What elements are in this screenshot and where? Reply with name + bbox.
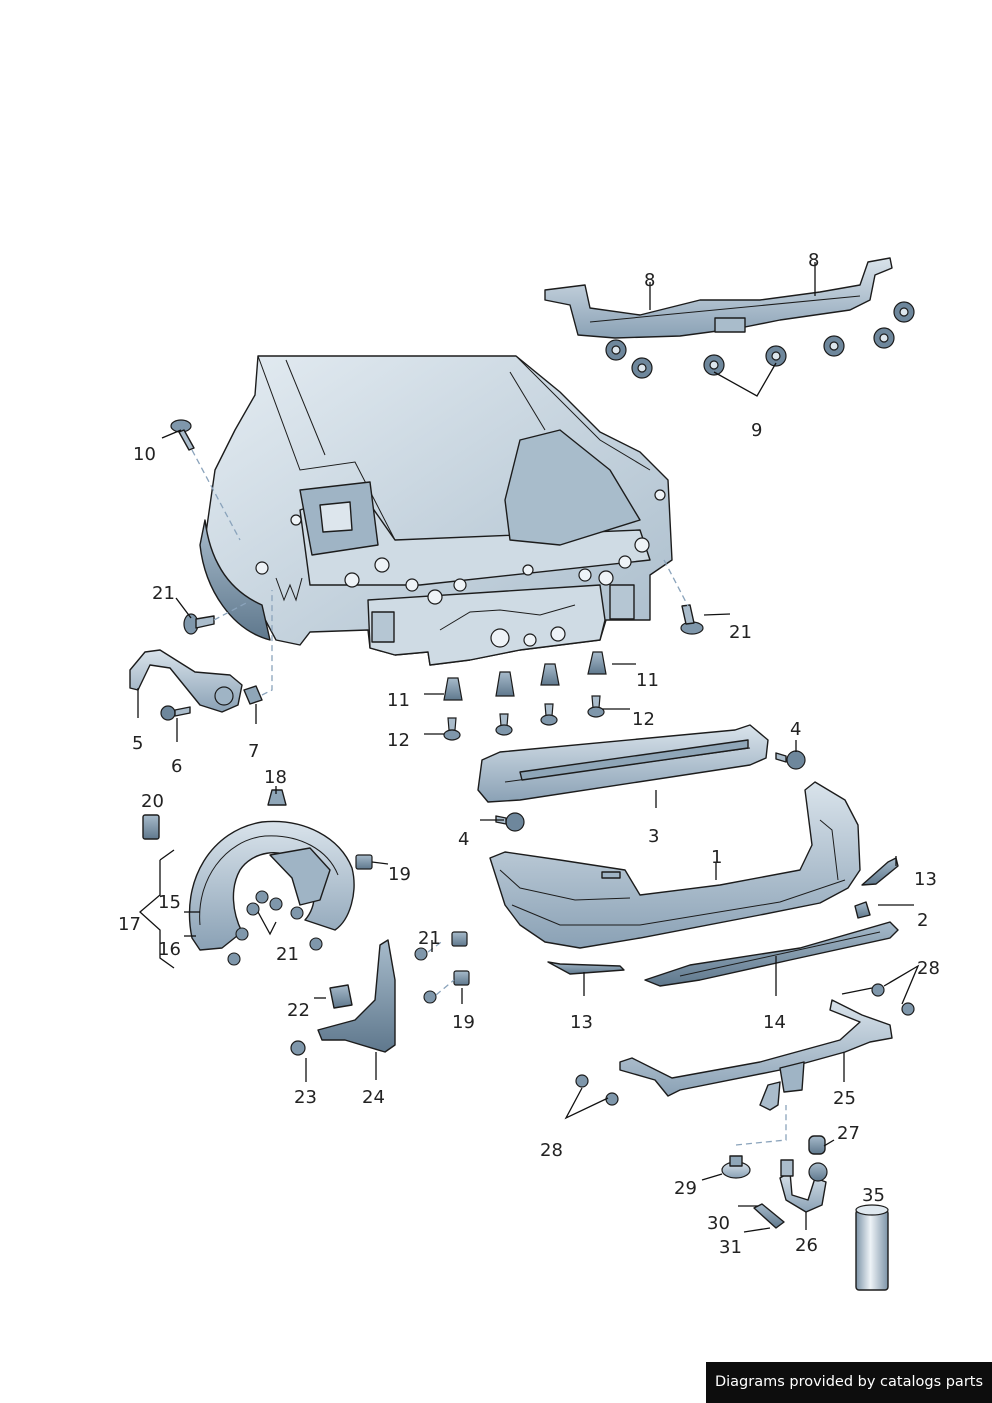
callout-28-left: 28 (540, 1140, 563, 1161)
bumper-cover (489, 781, 861, 949)
callout-11-left: 11 (387, 690, 410, 711)
clip-22 (329, 984, 353, 1009)
screw-23 (290, 1040, 306, 1056)
callout-28-right: 28 (917, 958, 940, 979)
callout-25: 25 (833, 1088, 856, 1109)
ball-hitch (779, 1159, 828, 1213)
leader-lines (137, 262, 920, 1233)
screw-21-right (680, 604, 704, 635)
tow-bar (619, 999, 893, 1111)
callout-10: 10 (133, 444, 156, 465)
callout-26: 26 (795, 1235, 818, 1256)
callout-8-right: 8 (808, 250, 819, 271)
spray-can-35 (855, 1204, 889, 1291)
callout-18: 18 (264, 767, 287, 788)
mud-flap (317, 939, 396, 1053)
screw-6 (160, 705, 191, 721)
callout-20: 20 (141, 791, 164, 812)
callout-22: 22 (287, 1000, 310, 1021)
screws-21-liner (227, 890, 437, 1004)
callout-7: 7 (248, 741, 259, 762)
cap-2 (854, 901, 871, 919)
callout-12-right: 12 (632, 709, 655, 730)
callout-14: 14 (763, 1012, 786, 1033)
reflector-13-right (861, 857, 899, 886)
callout-4-left: 4 (458, 829, 469, 850)
callout-30: 30 (707, 1213, 730, 1234)
callout-21-liner: 21 (276, 944, 299, 965)
clip-18 (267, 789, 287, 806)
reflector-13-left (547, 961, 625, 975)
callout-2: 2 (917, 910, 928, 931)
callout-21-top: 21 (152, 583, 175, 604)
callout-24: 24 (362, 1087, 385, 1108)
socket-29 (721, 1155, 751, 1179)
callout-8-left: 8 (644, 270, 655, 291)
rear-body-shell (199, 355, 673, 666)
callout-13-left: 13 (570, 1012, 593, 1033)
callout-6: 6 (171, 756, 182, 777)
callout-9: 9 (751, 420, 762, 441)
wheel-liner (188, 820, 355, 951)
clips-11 (443, 651, 607, 701)
callout-19-upper: 19 (388, 864, 411, 885)
clip-7 (243, 685, 263, 705)
callout-35: 35 (862, 1185, 885, 1206)
callout-17: 17 (118, 914, 141, 935)
callout-11-right: 11 (636, 670, 659, 691)
impact-bar (477, 724, 769, 803)
cap-27 (808, 1135, 826, 1155)
callout-5: 5 (132, 733, 143, 754)
bumper-carrier-upper (544, 257, 893, 339)
callout-15: 15 (158, 892, 181, 913)
callout-13-right: 13 (914, 869, 937, 890)
bracket-left (129, 649, 243, 713)
footer-credit: Diagrams provided by catalogs parts (706, 1362, 992, 1403)
nuts-upper-carrier (605, 301, 915, 379)
screw-10 (170, 419, 195, 451)
callout-1: 1 (711, 847, 722, 868)
callout-12-left: 12 (387, 730, 410, 751)
bolts-28 (575, 983, 915, 1106)
clip-20 (142, 814, 160, 840)
callout-27: 27 (837, 1123, 860, 1144)
callout-23: 23 (294, 1087, 317, 1108)
callout-labels: 1 2 3 4 4 5 6 7 8 8 9 10 11 11 12 12 13 … (118, 250, 940, 1258)
screw-21-left (183, 613, 215, 635)
key-30-31 (753, 1203, 785, 1229)
callout-3: 3 (648, 826, 659, 847)
callout-4-right: 4 (790, 719, 801, 740)
assembly-lines (191, 449, 787, 1146)
nuts-19 (355, 854, 470, 986)
callout-19-lower: 19 (452, 1012, 475, 1033)
callout-29: 29 (674, 1178, 697, 1199)
callout-16: 16 (158, 939, 181, 960)
callout-21-right: 21 (729, 622, 752, 643)
callout-21-middle: 21 (418, 928, 441, 949)
screws-12 (443, 695, 605, 741)
diffuser-14 (644, 921, 899, 987)
callout-31: 31 (719, 1237, 742, 1258)
